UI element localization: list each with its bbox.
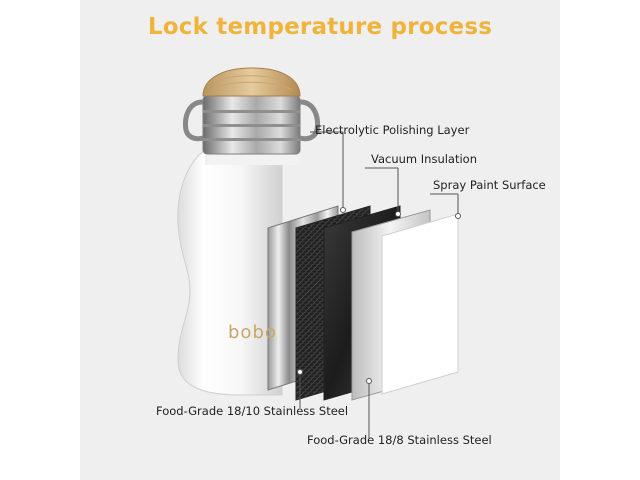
label-spray-paint-surface: Spray Paint Surface xyxy=(433,178,546,192)
label-vacuum-insulation: Vacuum Insulation xyxy=(371,152,478,166)
label-food-grade-18-10: Food-Grade 18/10 Stainless Steel xyxy=(156,404,349,418)
callout-lines xyxy=(299,131,459,438)
layer-paint xyxy=(381,213,459,395)
callout-dots xyxy=(297,207,461,384)
brand-logo: bobo xyxy=(228,322,277,343)
right-handle xyxy=(299,99,320,142)
label-food-grade-18-8: Food-Grade 18/8 Stainless Steel xyxy=(307,433,492,447)
left-handle xyxy=(183,99,204,142)
page-title: Lock temperature process xyxy=(147,14,493,40)
bottle-body xyxy=(177,149,283,396)
label-electrolytic-polishing: Electrolytic Polishing Layer xyxy=(315,123,470,137)
